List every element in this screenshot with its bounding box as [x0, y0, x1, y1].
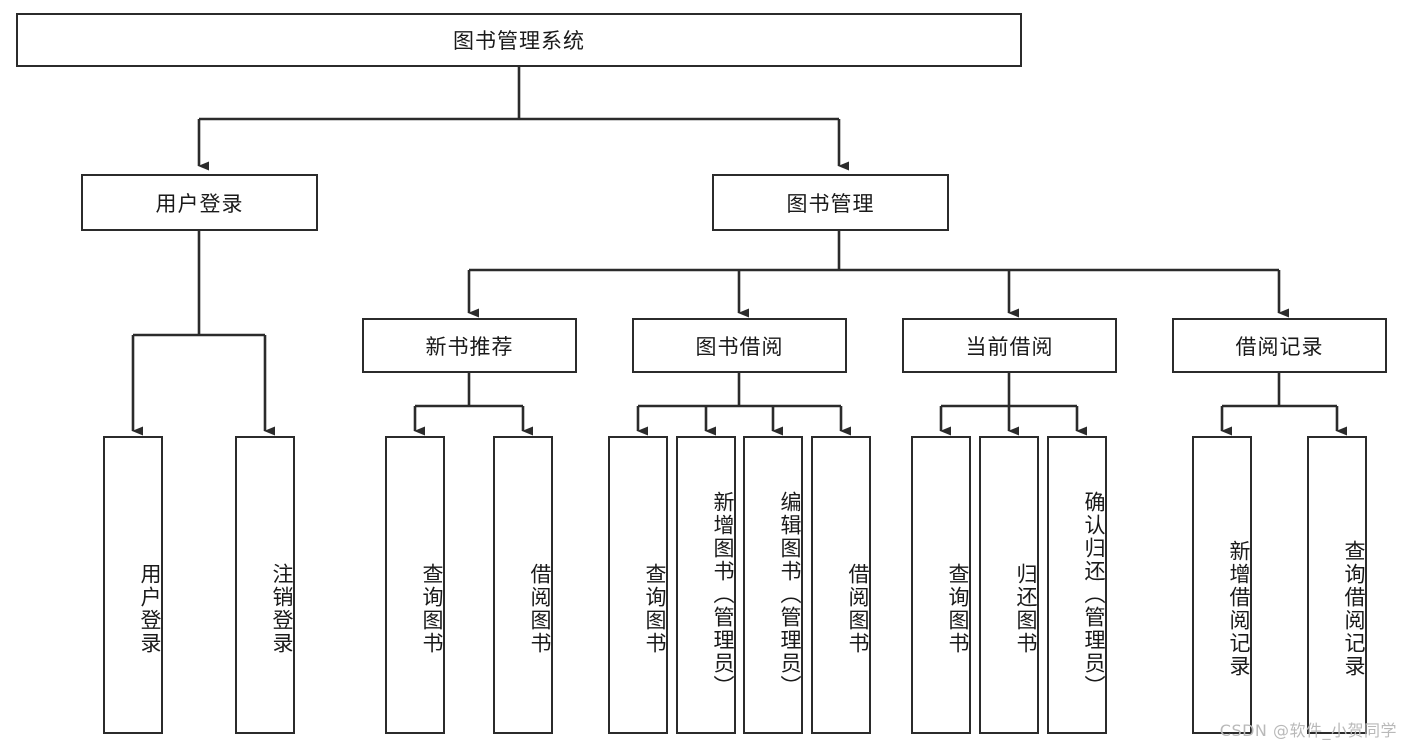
node-leaf-query-book-borrow-label: 查询图书: [643, 563, 667, 655]
node-book-borrow-label: 图书借阅: [695, 334, 784, 359]
node-new-book-recommend[interactable]: 新书推荐: [362, 318, 577, 373]
node-new-book-recommend-label: 新书推荐: [425, 334, 514, 359]
node-leaf-confirm-return-admin-label: 确认归还（管理员）: [1082, 490, 1106, 698]
node-borrow-record[interactable]: 借阅记录: [1172, 318, 1387, 373]
node-root-label: 图书管理系统: [453, 29, 585, 53]
node-leaf-query-book-borrow[interactable]: 查询图书: [608, 436, 668, 734]
node-leaf-borrow-book[interactable]: 借阅图书: [811, 436, 871, 734]
node-leaf-add-book-admin[interactable]: 新增图书（管理员）: [676, 436, 736, 734]
node-leaf-query-book-current-label: 查询图书: [946, 563, 970, 655]
node-leaf-logout[interactable]: 注销登录: [235, 436, 295, 734]
node-leaf-return-book[interactable]: 归还图书: [979, 436, 1039, 734]
node-leaf-add-borrow-record[interactable]: 新增借阅记录: [1192, 436, 1252, 734]
node-current-borrow-label: 当前借阅: [965, 334, 1054, 359]
node-leaf-borrow-book-new-label: 借阅图书: [528, 563, 552, 655]
node-leaf-query-book-new[interactable]: 查询图书: [385, 436, 445, 734]
node-book-management[interactable]: 图书管理: [712, 174, 949, 231]
node-leaf-confirm-return-admin[interactable]: 确认归还（管理员）: [1047, 436, 1107, 734]
node-leaf-edit-book-admin-label: 编辑图书（管理员）: [778, 490, 802, 698]
node-leaf-edit-book-admin[interactable]: 编辑图书（管理员）: [743, 436, 803, 734]
node-leaf-logout-label: 注销登录: [270, 563, 294, 655]
node-leaf-add-book-admin-label: 新增图书（管理员）: [711, 490, 735, 698]
node-borrow-record-label: 借阅记录: [1235, 334, 1324, 359]
node-leaf-add-borrow-record-label: 新增借阅记录: [1227, 540, 1251, 678]
node-leaf-query-borrow-record-label: 查询借阅记录: [1342, 540, 1366, 678]
node-leaf-borrow-book-label: 借阅图书: [846, 563, 870, 655]
node-root[interactable]: 图书管理系统: [16, 13, 1022, 67]
node-leaf-return-book-label: 归还图书: [1014, 563, 1038, 655]
node-user-login[interactable]: 用户登录: [81, 174, 318, 231]
node-leaf-user-login-label: 用户登录: [138, 563, 162, 655]
node-leaf-query-book-new-label: 查询图书: [420, 563, 444, 655]
node-current-borrow[interactable]: 当前借阅: [902, 318, 1117, 373]
node-leaf-user-login[interactable]: 用户登录: [103, 436, 163, 734]
node-leaf-query-book-current[interactable]: 查询图书: [911, 436, 971, 734]
node-leaf-query-borrow-record[interactable]: 查询借阅记录: [1307, 436, 1367, 734]
node-user-login-label: 用户登录: [155, 191, 244, 216]
csdn-watermark: CSDN @软件_小贺同学: [1219, 721, 1397, 740]
node-leaf-borrow-book-new[interactable]: 借阅图书: [493, 436, 553, 734]
node-book-management-label: 图书管理: [786, 191, 875, 216]
node-book-borrow[interactable]: 图书借阅: [632, 318, 847, 373]
